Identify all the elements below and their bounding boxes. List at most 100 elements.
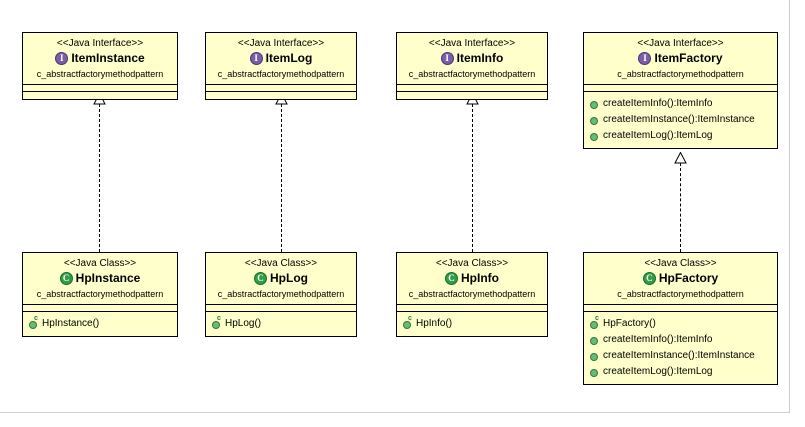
package-label: c_abstractfactorymethodpattern xyxy=(36,69,164,79)
method-label: createItemInfo():ItemInfo xyxy=(603,334,713,345)
class-title-row: C HpInfo xyxy=(399,271,545,286)
package-label: c_abstractfactorymethodpattern xyxy=(217,289,345,299)
class-header-hpinstance: <<Java Class>> C HpInstance c_abstractfa… xyxy=(23,253,177,305)
attributes-compartment xyxy=(584,85,777,92)
interface-icon: I xyxy=(55,52,69,65)
realization-connector-hpfactory-itemfactory xyxy=(680,163,681,252)
method-row[interactable]: createItemInstance():ItemInstance xyxy=(588,112,775,128)
method-label: createItemInstance():ItemInstance xyxy=(603,114,755,125)
operations-compartment xyxy=(23,92,177,99)
constructor-icon: c xyxy=(403,315,412,329)
class-icon: C xyxy=(642,272,656,285)
constructor-row[interactable]: c HpInfo() xyxy=(401,315,545,332)
interface-title-row: I ItemInfo xyxy=(399,51,545,66)
interface-name: ItemInfo xyxy=(456,51,504,65)
attributes-compartment xyxy=(397,305,547,312)
constructor-label: HpInstance() xyxy=(42,318,100,329)
attributes-compartment xyxy=(584,305,777,312)
method-icon xyxy=(590,352,599,361)
class-icon: C xyxy=(254,272,267,285)
stereotype-label: <<Java Interface>> xyxy=(637,38,724,49)
attributes-compartment xyxy=(206,305,356,312)
interface-title-row: I ItemFactory xyxy=(586,51,775,66)
interface-header-itemfactory: <<Java Interface>> I ItemFactory c_abstr… xyxy=(584,33,777,85)
method-icon xyxy=(590,336,599,345)
class-icon: C xyxy=(59,272,73,285)
operations-compartment: c HpInstance() xyxy=(23,312,177,336)
method-icon xyxy=(590,100,599,109)
stereotype-label: <<Java Class>> xyxy=(435,258,509,269)
package-label: c_abstractfactorymethodpattern xyxy=(617,69,744,79)
method-icon xyxy=(590,116,599,125)
realization-arrowhead-itemfactory xyxy=(674,152,687,164)
class-header-hpinfo: <<Java Class>> C HpInfo c_abstractfactor… xyxy=(397,253,547,305)
package-label: c_abstractfactorymethodpattern xyxy=(408,289,536,299)
method-row[interactable]: createItemLog():ItemLog xyxy=(588,364,775,380)
method-row[interactable]: createItemLog():ItemLog xyxy=(588,128,775,144)
class-title-row: C HpLog xyxy=(208,271,354,286)
constructor-row[interactable]: c HpLog() xyxy=(210,315,354,332)
attributes-compartment xyxy=(23,305,177,312)
attributes-compartment xyxy=(23,85,177,92)
interface-header-iteminstance: <<Java Interface>> I ItemInstance c_abst… xyxy=(23,33,177,85)
method-label: createItemLog():ItemLog xyxy=(603,130,713,141)
interface-box-iteminfo[interactable]: <<Java Interface>> I ItemInfo c_abstract… xyxy=(396,32,548,100)
interface-name: ItemFactory xyxy=(654,51,723,65)
operations-compartment: c HpInfo() xyxy=(397,312,547,336)
constructor-label: HpInfo() xyxy=(416,318,453,329)
operations-compartment: c HpFactory() createItemInfo():ItemInfo … xyxy=(584,312,777,384)
class-name: HpInfo xyxy=(461,271,499,285)
realization-connector-hpinfo-iteminfo xyxy=(472,104,473,252)
class-name: HpLog xyxy=(270,271,308,285)
class-title-row: C HpFactory xyxy=(586,271,775,286)
attributes-compartment xyxy=(397,85,547,92)
package-label: c_abstractfactorymethodpattern xyxy=(36,289,164,299)
operations-compartment xyxy=(397,92,547,99)
class-name: HpFactory xyxy=(658,271,719,285)
constructor-label: HpFactory() xyxy=(603,318,656,329)
method-label: createItemInfo():ItemInfo xyxy=(603,98,713,109)
attributes-compartment xyxy=(206,85,356,92)
interface-name: ItemInstance xyxy=(71,51,145,65)
class-box-hpfactory[interactable]: <<Java Class>> C HpFactory c_abstractfac… xyxy=(583,252,778,385)
stereotype-label: <<Java Interface>> xyxy=(56,38,144,49)
interface-box-iteminstance[interactable]: <<Java Interface>> I ItemInstance c_abst… xyxy=(22,32,178,100)
stereotype-label: <<Java Interface>> xyxy=(428,38,516,49)
interface-box-itemlog[interactable]: <<Java Interface>> I ItemLog c_abstractf… xyxy=(205,32,357,100)
operations-compartment: c HpLog() xyxy=(206,312,356,336)
method-row[interactable]: createItemInstance():ItemInstance xyxy=(588,348,775,364)
class-icon: C xyxy=(445,272,458,285)
realization-connector-hpinstance-iteminstance xyxy=(99,104,100,252)
interface-icon: I xyxy=(440,52,454,65)
operations-compartment: createItemInfo():ItemInfo createItemInst… xyxy=(584,92,777,148)
stereotype-label: <<Java Class>> xyxy=(244,258,318,269)
class-box-hpinstance[interactable]: <<Java Class>> C HpInstance c_abstractfa… xyxy=(22,252,178,337)
package-label: c_abstractfactorymethodpattern xyxy=(408,69,536,79)
constructor-icon: c xyxy=(590,315,599,329)
interface-title-row: I ItemInstance xyxy=(25,51,175,66)
interface-icon: I xyxy=(638,52,652,65)
interface-name: ItemLog xyxy=(265,51,313,65)
method-label: createItemInstance():ItemInstance xyxy=(603,350,755,361)
interface-box-itemfactory[interactable]: <<Java Interface>> I ItemFactory c_abstr… xyxy=(583,32,778,149)
constructor-row[interactable]: c HpFactory() xyxy=(588,315,775,332)
realization-connector-hplog-itemlog xyxy=(281,104,282,252)
class-box-hplog[interactable]: <<Java Class>> C HpLog c_abstractfactory… xyxy=(205,252,357,337)
constructor-icon: c xyxy=(212,315,221,329)
class-header-hpfactory: <<Java Class>> C HpFactory c_abstractfac… xyxy=(584,253,777,305)
method-row[interactable]: createItemInfo():ItemInfo xyxy=(588,332,775,348)
interface-header-iteminfo: <<Java Interface>> I ItemInfo c_abstract… xyxy=(397,33,547,85)
method-icon xyxy=(590,132,599,141)
class-box-hpinfo[interactable]: <<Java Class>> C HpInfo c_abstractfactor… xyxy=(396,252,548,337)
stereotype-label: <<Java Interface>> xyxy=(237,38,325,49)
constructor-label: HpLog() xyxy=(225,318,262,329)
constructor-row[interactable]: c HpInstance() xyxy=(27,315,175,332)
class-name: HpInstance xyxy=(75,271,141,285)
package-label: c_abstractfactorymethodpattern xyxy=(617,289,744,299)
method-row[interactable]: createItemInfo():ItemInfo xyxy=(588,96,775,112)
operations-compartment xyxy=(206,92,356,99)
interface-title-row: I ItemLog xyxy=(208,51,354,66)
stereotype-label: <<Java Class>> xyxy=(63,258,137,269)
package-label: c_abstractfactorymethodpattern xyxy=(217,69,345,79)
